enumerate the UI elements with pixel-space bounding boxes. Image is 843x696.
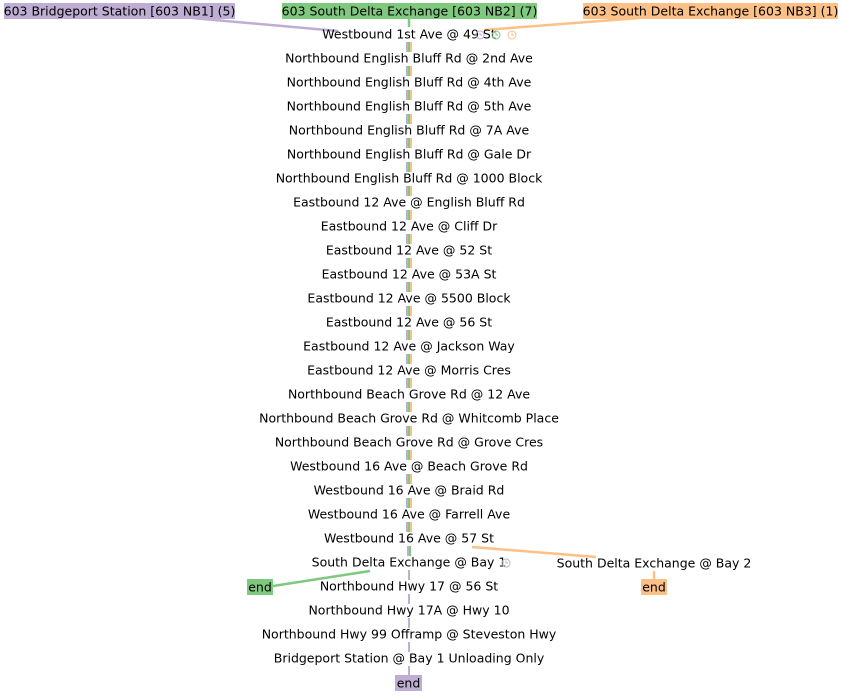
route-header-nb3: 603 South Delta Exchange [603 NB3] (1) [583,4,839,19]
stop-label: Northbound English Bluff Rd @ 7A Ave [289,123,530,138]
stop-label: Westbound 16 Ave @ Braid Rd [314,483,505,498]
stop-label: Westbound 16 Ave @ 57 St [324,531,494,546]
end-marker-purple-bg [395,675,422,691]
connector-nb1 [191,16,339,33]
end-marker-orange-bg [641,579,667,595]
stop-label: Northbound Beach Grove Rd @ Whitcomb Pla… [259,411,559,426]
stop-label: Eastbound 12 Ave @ 52 St [326,243,492,258]
clock-icon [507,30,517,40]
stop-label: Northbound Hwy 99 Offramp @ Steveston Hw… [262,627,557,642]
stop-label: Northbound Beach Grove Rd @ Grove Cres [275,435,543,450]
stop-label: Eastbound 12 Ave @ Cliff Dr [321,219,498,234]
clock-icons [475,30,517,568]
connector-bay1-end-green [272,569,371,588]
route-header-nb2-bg [282,3,537,19]
side-branch: South Delta Exchange @ Bay 2 end end end [247,556,752,691]
end-marker-purple: end [397,676,421,691]
stop-label: Northbound Hwy 17 @ 56 St [320,579,498,594]
stop-label: Northbound English Bluff Rd @ Gale Dr [287,147,532,162]
route-headers: 603 Bridgeport Station [603 NB1] (5) 603… [4,3,839,19]
stop-label: Eastbound 12 Ave @ Jackson Way [303,339,515,354]
stop-label: Eastbound 12 Ave @ Morris Cres [307,363,511,378]
stop-label: Northbound English Bluff Rd @ 2nd Ave [285,51,533,66]
connector-57st-bay2 [471,545,597,559]
stop-label: Eastbound 12 Ave @ 53A St [322,267,497,282]
stop-label: South Delta Exchange @ Bay 1 [312,555,507,570]
end-marker-green-bg [247,579,273,595]
connectors [191,16,656,588]
stop-label: Eastbound 12 Ave @ 56 St [326,315,492,330]
stop-label: Eastbound 12 Ave @ English Bluff Rd [293,195,525,210]
route-header-nb2: 603 South Delta Exchange [603 NB2] (7) [282,4,538,19]
stop-label: Northbound Hwy 17A @ Hwy 10 [308,603,509,618]
connector-nb3 [483,16,641,32]
stop-label: Eastbound 12 Ave @ 5500 Block [307,291,511,306]
clock-icon [475,30,485,40]
route-header-nb1: 603 Bridgeport Station [603 NB1] (5) [4,4,236,19]
stop-label: Westbound 16 Ave @ Farrell Ave [308,507,511,522]
route-segments [406,42,412,676]
stop-label: Northbound Beach Grove Rd @ 12 Ave [288,387,530,402]
end-marker-green: end [248,580,272,595]
stop-label: Northbound English Bluff Rd @ 5th Ave [287,99,532,114]
stop-side-bay2: South Delta Exchange @ Bay 2 [557,556,752,571]
stop-label: Northbound English Bluff Rd @ 4th Ave [287,75,532,90]
route-header-nb1-bg [4,3,235,19]
stop-labels: Westbound 1st Ave @ 49 St Northbound Engl… [259,27,559,666]
route-header-nb3-bg [583,3,838,19]
end-marker-orange: end [642,580,666,595]
stop-label: Westbound 16 Ave @ Beach Grove Rd [290,459,528,474]
stop-label: Westbound 1st Ave @ 49 St [322,27,496,42]
stop-label: Northbound English Bluff Rd @ 1000 Block [276,171,543,186]
clock-icon [491,30,501,40]
stop-label: Bridgeport Station @ Bay 1 Unloading Onl… [274,651,545,666]
clock-icon [501,558,511,568]
